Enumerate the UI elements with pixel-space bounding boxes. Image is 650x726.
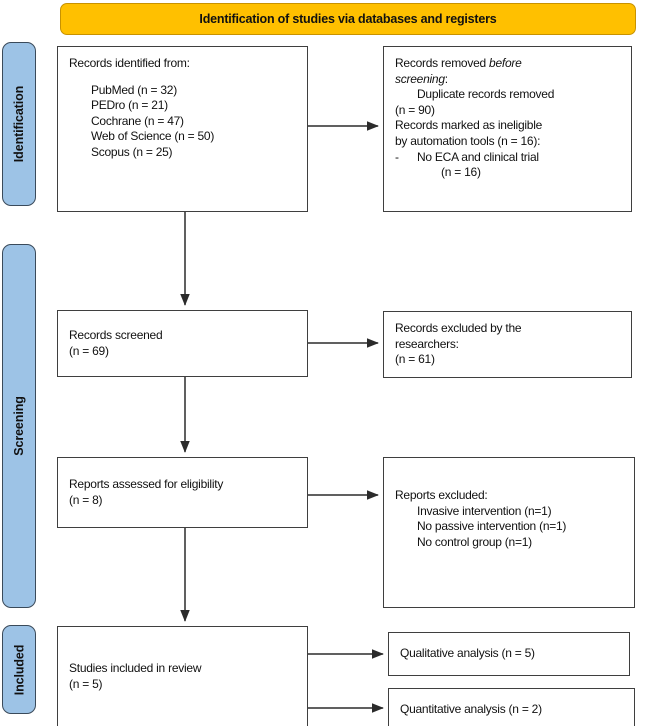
studies-included-count: (n = 5) — [69, 676, 103, 691]
reports-assessed-count: (n = 8) — [69, 492, 103, 507]
reports-excluded-title: Reports excluded: — [395, 488, 488, 502]
box-records-identified: Records identified from: PubMed (n = 32)… — [57, 46, 308, 212]
source-pubmed: PubMed (n = 32) — [91, 82, 177, 97]
ineligible-line2: by automation tools (n = 16): — [395, 133, 541, 148]
records-screened-title: Records screened — [69, 327, 163, 342]
records-removed-line1-text: Records removed — [395, 56, 490, 70]
box-records-screened: Records screened (n = 69) — [57, 310, 308, 377]
records-identified-title: Records identified from: — [69, 56, 190, 70]
box-reports-assessed: Reports assessed for eligibility (n = 8) — [57, 457, 308, 528]
diagram-title-banner: Identification of studies via databases … — [60, 3, 636, 35]
records-excluded-count: (n = 61) — [395, 352, 435, 367]
source-cochrane: Cochrane (n = 47) — [91, 113, 184, 128]
duplicates-removed-count: (n = 90) — [395, 102, 435, 117]
stage-label-identification: Identification — [2, 42, 36, 206]
stage-label-included: Included — [2, 625, 36, 714]
reason-no-passive: No passive intervention (n=1) — [417, 519, 567, 534]
box-records-excluded: Records excluded by the researchers: (n … — [383, 311, 632, 378]
quantitative-analysis-label: Quantitative analysis (n = 2) — [400, 702, 542, 717]
bullet-dash-icon: - — [395, 149, 399, 164]
records-removed-line1: Records removed before — [395, 56, 622, 72]
qualitative-analysis-label: Qualitative analysis (n = 5) — [400, 646, 535, 661]
records-excluded-line2: researchers: — [395, 336, 459, 351]
reports-assessed-title: Reports assessed for eligibility — [69, 476, 224, 491]
stage-label-included-text: Included — [12, 644, 26, 695]
ineligible-line1: Records marked as ineligible — [395, 118, 543, 133]
records-removed-before: before — [489, 56, 522, 70]
stage-label-screening-text: Screening — [12, 396, 27, 456]
records-removed-screening: screening — [395, 71, 445, 86]
duplicates-removed: Duplicate records removed — [417, 87, 555, 102]
records-removed-colon: : — [444, 71, 448, 86]
box-studies-included: Studies included in review (n = 5) — [57, 626, 308, 726]
box-records-removed: Records removed before screening: Duplic… — [383, 46, 632, 212]
reason-no-control: No control group (n=1) — [417, 534, 532, 549]
stage-label-identification-text: Identification — [12, 85, 27, 163]
ineligible-bullet: - No ECA and clinical trial — [395, 150, 622, 166]
records-screened-count: (n = 69) — [69, 343, 109, 358]
box-qualitative-analysis: Qualitative analysis (n = 5) — [388, 632, 630, 676]
bullet-text: No ECA and clinical trial — [417, 149, 539, 164]
records-removed-line2: screening: — [395, 72, 622, 88]
source-scopus: Scopus (n = 25) — [91, 144, 173, 159]
box-quantitative-analysis: Quantitative analysis (n = 2) — [388, 688, 635, 726]
studies-included-title: Studies included in review — [69, 660, 202, 675]
bullet-count: (n = 16) — [441, 165, 481, 180]
stage-label-screening: Screening — [2, 244, 36, 608]
reason-invasive: Invasive intervention (n=1) — [417, 503, 552, 518]
box-reports-excluded: Reports excluded: Invasive intervention … — [383, 457, 635, 608]
spacer — [69, 72, 298, 83]
source-pedro: PEDro (n = 21) — [91, 98, 168, 113]
source-web-of-science: Web of Science (n = 50) — [91, 129, 215, 144]
records-excluded-line1: Records excluded by the — [395, 321, 522, 336]
